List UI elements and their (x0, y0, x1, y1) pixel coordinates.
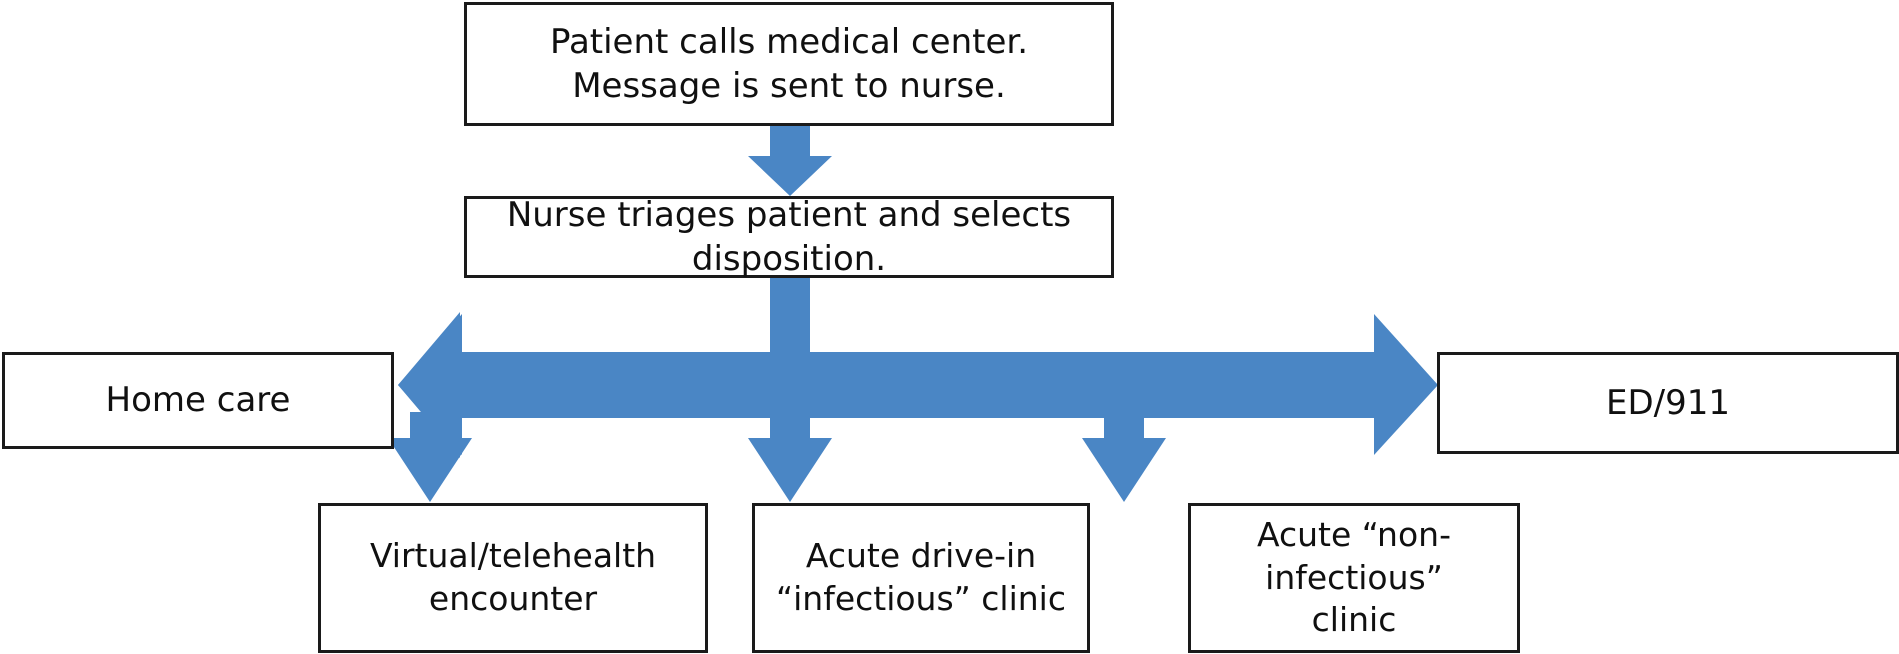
node-intake[interactable]: Patient calls medical center. Message is… (464, 2, 1114, 126)
arrow-head-right (1374, 314, 1438, 455)
node-home-care[interactable]: Home care (2, 352, 394, 449)
arrow-bar-horizontal (455, 352, 1379, 418)
node-triage-label: Nurse triages patient and selects dispos… (506, 194, 1072, 279)
arrow-trunk-triage (770, 277, 810, 357)
arrow-triage-distribution (388, 277, 1438, 502)
node-acute-drive-in-clinic[interactable]: Acute drive-in “infectious” clinic (752, 503, 1090, 653)
node-acute-non-infectious-clinic[interactable]: Acute “non-infectious” clinic (1188, 503, 1520, 653)
node-intake-label: Patient calls medical center. Message is… (549, 21, 1029, 106)
node-acute-non-infectious-clinic-label: Acute “non-infectious” clinic (1256, 514, 1451, 640)
arrow-down-virtual (388, 412, 472, 502)
node-ed-911-label: ED/911 (1605, 382, 1730, 423)
node-virtual-telehealth-label: Virtual/telehealth encounter (369, 536, 657, 618)
node-home-care-label: Home care (105, 380, 291, 421)
arrow-intake-to-triage (748, 126, 832, 196)
node-virtual-telehealth[interactable]: Virtual/telehealth encounter (318, 503, 708, 653)
arrow-head-left (398, 312, 460, 458)
arrow-down-noninf (1082, 412, 1166, 502)
node-ed-911[interactable]: ED/911 (1437, 352, 1899, 454)
node-triage[interactable]: Nurse triages patient and selects dispos… (464, 194, 1114, 279)
node-acute-drive-in-clinic-label: Acute drive-in “infectious” clinic (776, 536, 1066, 618)
arrow-down-drivein (748, 412, 832, 502)
